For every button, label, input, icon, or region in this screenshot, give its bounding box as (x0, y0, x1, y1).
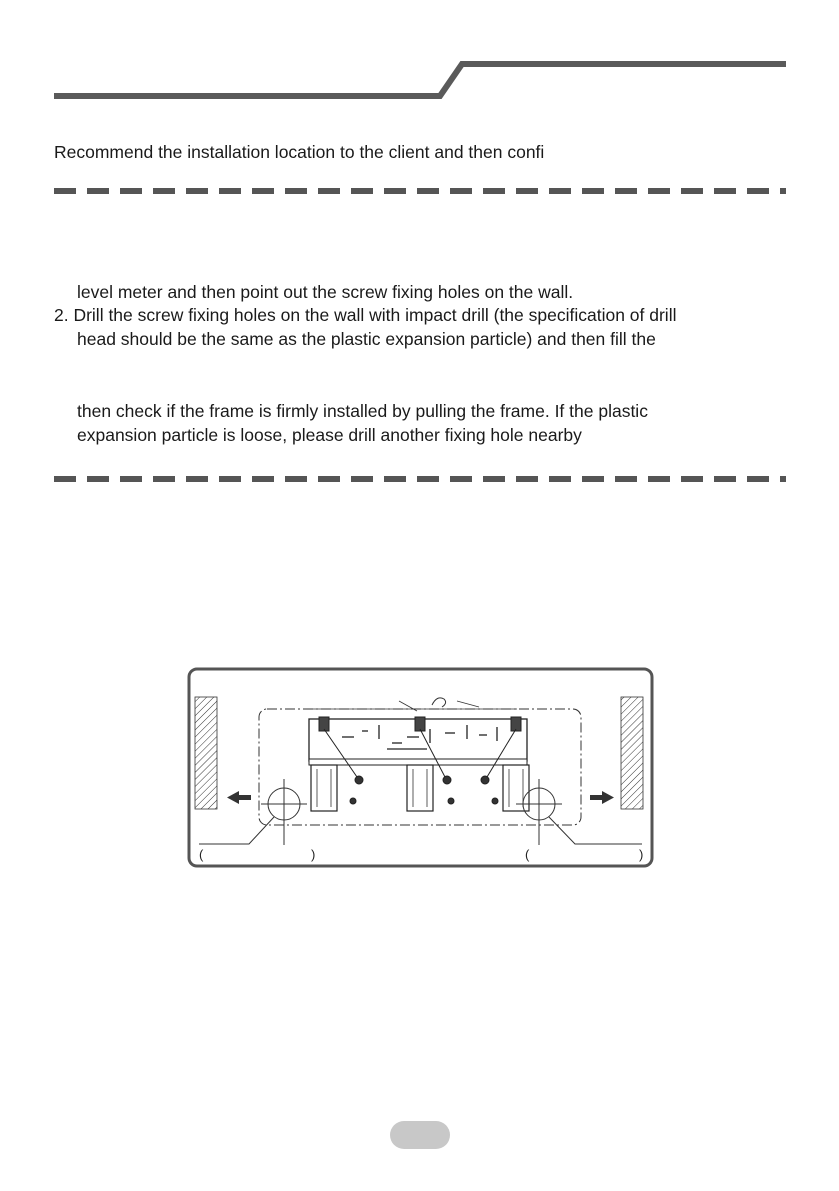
left-label-close: ) (311, 847, 315, 862)
step-line: then check if the frame is firmly instal… (77, 401, 648, 421)
right-wall (620, 696, 644, 810)
left-pipe-hole (199, 779, 307, 845)
screw-icon (354, 775, 364, 785)
right-label-open: ( (525, 847, 530, 862)
mounting-plate-figure: ( ) ( ) (187, 667, 654, 868)
step-line: expansion particle is loose, please dril… (77, 425, 582, 445)
left-wall (194, 696, 218, 810)
page-number-badge (390, 1121, 450, 1149)
screw-icon (447, 797, 455, 805)
intro-text: Recommend the installation location to t… (54, 142, 545, 162)
level-icon (431, 697, 447, 708)
screw-icon (349, 797, 357, 805)
section-divider-top (54, 188, 786, 194)
screw-icon (480, 775, 490, 785)
right-arrow-icon (590, 791, 614, 804)
left-arrow-icon (227, 791, 251, 804)
step-line: head should be the same as the plastic e… (77, 329, 656, 349)
left-label-open: ( (199, 847, 204, 862)
right-pipe-hole (516, 779, 642, 845)
step-line: 2. Drill the screw fixing holes on the w… (54, 305, 677, 325)
screw-icon (491, 797, 499, 805)
screw-icon (442, 775, 452, 785)
installation-diagram: ( ) ( ) (187, 667, 654, 868)
right-label-close: ) (639, 847, 643, 862)
section-divider-bottom (54, 476, 786, 482)
header-bar (54, 61, 786, 99)
step-line: level meter and then point out the screw… (77, 282, 574, 302)
